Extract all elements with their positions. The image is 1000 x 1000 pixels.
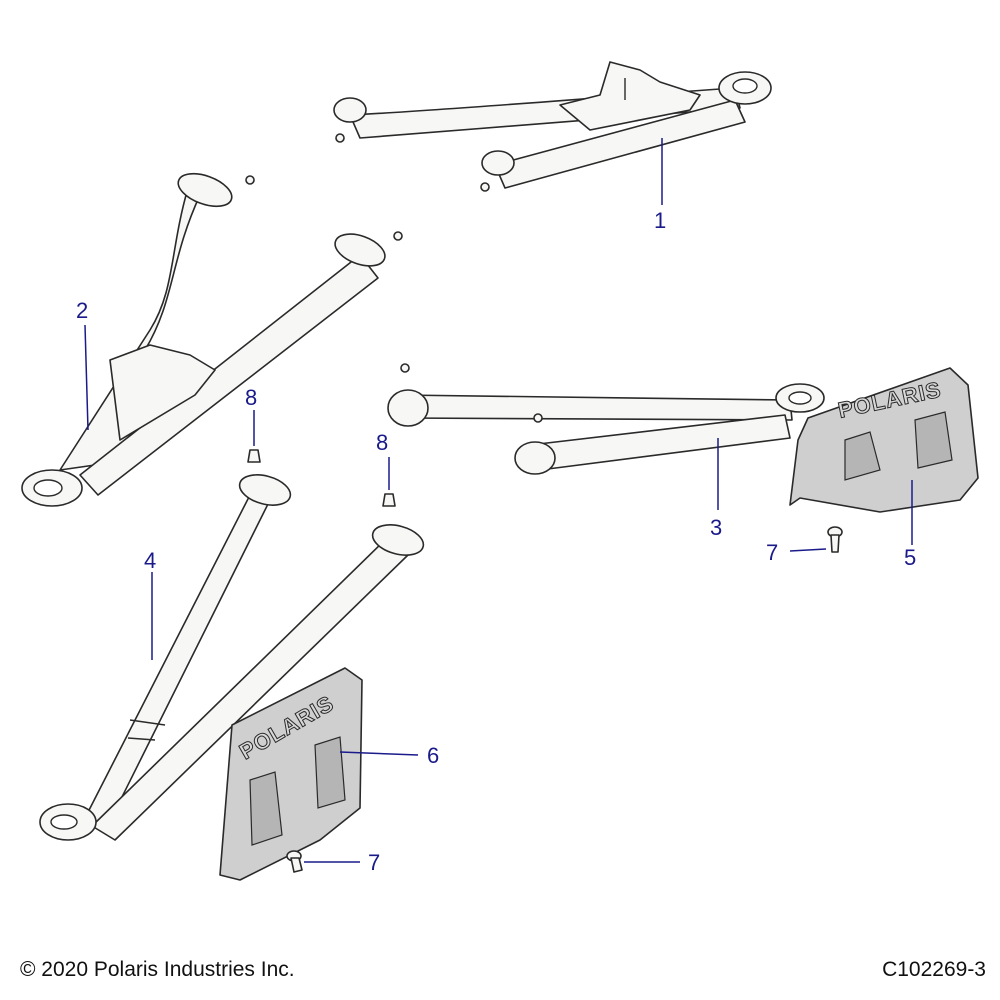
callout-5: 5 — [904, 545, 916, 570]
callout-4: 4 — [144, 548, 156, 573]
part-8-grease-fitting-left: 8 — [245, 385, 261, 463]
callout-7-lower: 7 — [368, 850, 380, 875]
callout-3: 3 — [710, 515, 722, 540]
callout-7-upper: 7 — [766, 540, 778, 565]
part-8-grease-fitting-right: 8 — [376, 430, 396, 507]
part-3-lower-a-arm: 3 — [387, 363, 825, 540]
part-4-lower-a-arm: 4 — [39, 474, 425, 841]
part-2-grease-fitting-a — [245, 175, 255, 185]
callout-1: 1 — [654, 208, 666, 233]
drawing-number: C102269-3 — [882, 958, 986, 981]
part-3-grease-fitting-b — [533, 413, 543, 423]
callout-8-right: 8 — [376, 430, 388, 455]
part-1-grease-fitting-b — [480, 182, 490, 192]
part-2-upper-a-arm: 2 — [21, 172, 403, 507]
part-1-grease-fitting-a — [335, 133, 345, 143]
part-2-grease-fitting-b — [393, 231, 403, 241]
callout-8-left: 8 — [245, 385, 257, 410]
copyright-text: © 2020 Polaris Industries Inc. — [20, 958, 295, 981]
part-3-grease-fitting-a — [400, 363, 410, 373]
part-7-bolt-upper: 7 — [766, 526, 843, 565]
part-1-upper-a-arm: 1 — [333, 61, 772, 233]
callout-6: 6 — [427, 743, 439, 768]
part-7-bolt-lower: 7 — [286, 850, 380, 875]
callout-2: 2 — [76, 298, 88, 323]
